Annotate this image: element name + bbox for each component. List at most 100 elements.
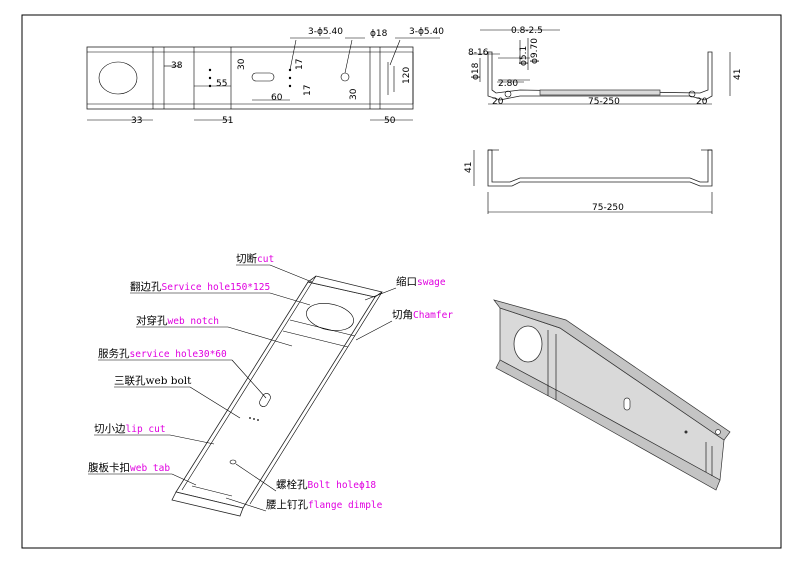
dim-hole-3x540-left: 3-ϕ5.40	[308, 27, 343, 37]
callout-swage-en: swage	[417, 277, 446, 288]
dim-60: 60	[271, 93, 283, 103]
callout-web-bolt-label: 三联孔web bolt	[114, 374, 192, 387]
callout-service-hole30-60-en: service hole30*60	[130, 349, 228, 360]
dim-side-75-250: 75-250	[588, 97, 620, 107]
iso-right-service-hole	[513, 325, 543, 363]
callout-swage-cn: 缩口	[396, 275, 417, 288]
callout-service-hole30-60-cn: 服务孔	[98, 347, 130, 360]
callout-lip-cut: 切小边lip cut	[94, 423, 215, 445]
callout-cut-cn: 切断	[236, 252, 257, 265]
service-slot-plan	[251, 72, 275, 82]
callout-chamfer: 切角Chamfer	[355, 309, 453, 341]
iso-left-bolt-hole	[229, 459, 237, 465]
dim-20-right: 20	[696, 97, 708, 107]
iso-left-service-hole	[306, 303, 354, 331]
callout-service-hole150-125-leader	[269, 292, 311, 306]
dim-thickness: 0.8-2.5	[511, 26, 543, 36]
dim-section-41: 41	[464, 162, 474, 173]
iso-right-service-slot	[623, 397, 631, 411]
callout-swage: 缩口swage	[364, 275, 446, 301]
callout-bolt-hole-18: 螺栓孔Bolt holeϕ18	[235, 463, 376, 492]
callout-cut: 切断cut	[236, 252, 313, 283]
top-view-outline	[86, 46, 414, 110]
callout-flange-dimple-label: 腰上钉孔flange dimple	[266, 498, 383, 511]
dim-55: 55	[216, 79, 227, 89]
dim-side-41: 41	[733, 69, 743, 80]
callout-chamfer-leader	[355, 320, 393, 341]
iso-left	[171, 275, 383, 517]
dim-30b: 30	[349, 88, 359, 100]
iso-left-service-slot	[259, 393, 271, 407]
callout-web-notch-cn: 对穿孔	[136, 314, 168, 327]
callout-service-hole150-125-label: 翻边孔Service hole150*125	[130, 280, 270, 293]
callout-flange-dimple-en: flange dimple	[308, 500, 383, 511]
callout-swage-leader	[364, 287, 397, 301]
dim-38: 38	[171, 61, 183, 71]
section-view: 41 75-250	[464, 149, 713, 214]
service-hole-plan	[98, 61, 138, 95]
callout-web-notch-leader	[227, 326, 293, 347]
callout-service-hole150-125-cn: 翻边孔	[130, 280, 162, 293]
sheet-border	[21, 14, 782, 549]
dim-hole-18: ϕ18	[370, 29, 388, 39]
side-view-profile	[487, 51, 713, 101]
callout-web-tab-label: 腹板卡扣web tab	[88, 461, 170, 474]
iso-right-flange-bottom	[495, 359, 721, 491]
callout-web-bolt: 三联孔web bolt	[114, 374, 241, 419]
dim-side-18: ϕ18	[471, 62, 481, 80]
dim-20-left: 20	[492, 97, 504, 107]
callout-lip-cut-cn: 切小边	[94, 423, 126, 435]
dim-17b: 17	[303, 85, 313, 96]
callout-lip-cut-leader	[169, 434, 215, 445]
callout-cut-en: cut	[257, 254, 274, 265]
callout-web-tab: 腹板卡扣web tab	[88, 461, 197, 486]
callout-flange-dimple-cn: 腰上钉孔	[266, 498, 308, 511]
callout-service-hole150-125: 翻边孔Service hole150*125	[130, 280, 311, 306]
callout-service-hole150-125-en: Service hole150*125	[162, 282, 271, 293]
callout-web-tab-cn: 腹板卡扣	[88, 461, 130, 474]
callout-web-notch-en: web notch	[168, 316, 219, 327]
dim-8-16: 8-16	[468, 48, 489, 58]
callout-chamfer-cn: 切角	[392, 309, 413, 321]
callout-service-hole30-60-leader	[231, 359, 267, 399]
callout-lip-cut-label: 切小边lip cut	[94, 423, 166, 435]
iso-right	[493, 299, 731, 491]
callout-bolt-hole-18-leader	[235, 463, 277, 492]
callout-bolt-hole-18-en: Bolt holeϕ18	[308, 480, 377, 491]
callout-web-tab-leader	[171, 473, 197, 486]
callout-cut-label: 切断cut	[236, 252, 274, 265]
callout-web-bolt-cn: 三联孔	[114, 374, 146, 387]
callout-web-notch: 对穿孔web notch	[136, 314, 293, 347]
side-view: 0.8-2.5 8-16 ϕ18 ϕ5.1 ϕ9.70 2.80 41 20 7…	[468, 26, 743, 107]
callout-chamfer-en: Chamfer	[413, 310, 453, 321]
callout-bolt-hole-18-cn: 螺栓孔	[276, 478, 308, 491]
side-flange-strip	[539, 89, 661, 96]
dim-9-70: ϕ9.70	[530, 38, 540, 64]
callouts: 切断cut 翻边孔Service hole150*125 对穿孔web notch 服…	[88, 252, 453, 512]
callout-lip-cut-en: lip cut	[126, 424, 166, 435]
iso-right-flange-top	[493, 299, 731, 441]
dim-2-80: 2.80	[498, 79, 518, 89]
callout-cut-leader	[269, 264, 313, 283]
dim-51: 51	[222, 116, 233, 126]
callout-chamfer-label: 切角Chamfer	[392, 309, 453, 321]
dim-5-1: ϕ5.1	[519, 46, 529, 66]
callout-web-notch-label: 对穿孔web notch	[136, 314, 219, 327]
iso-left-flange-near	[171, 491, 244, 517]
dim-33: 33	[131, 116, 142, 126]
callout-service-hole30-60: 服务孔service hole30*60	[98, 347, 267, 399]
callout-service-hole30-60-label: 服务孔service hole30*60	[98, 347, 227, 360]
callout-web-bolt-en: web bolt	[146, 375, 193, 387]
dim-hole-3x540-right: 3-ϕ5.40	[409, 27, 444, 37]
callout-flange-dimple-leader	[225, 497, 267, 512]
callout-web-bolt-leader	[189, 386, 241, 419]
callout-web-tab-en: web tab	[130, 463, 170, 474]
dim-section-75-250: 75-250	[592, 203, 624, 213]
dim-30a: 30	[237, 58, 247, 70]
dim-50: 50	[384, 116, 396, 126]
section-profile	[487, 149, 713, 187]
callout-bolt-hole-18-label: 螺栓孔Bolt holeϕ18	[276, 478, 376, 491]
callout-flange-dimple: 腰上钉孔flange dimple	[225, 497, 383, 512]
top-view: 3-ϕ5.40 ϕ18 3-ϕ5.40 38 55 30 17 60 17 30…	[86, 27, 444, 126]
